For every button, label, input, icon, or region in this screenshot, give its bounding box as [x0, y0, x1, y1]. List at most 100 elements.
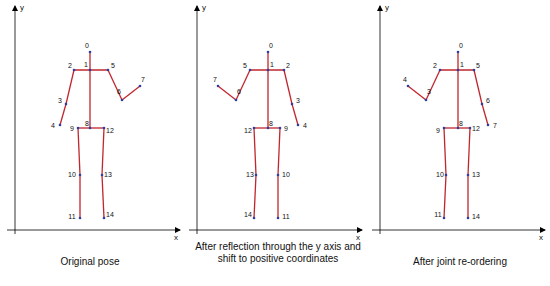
axis-label: y: [202, 4, 206, 12]
joint-number: 10: [68, 171, 76, 178]
joint-number: 4: [403, 76, 407, 83]
joint-number: 7: [493, 122, 497, 129]
axis-label: x: [174, 234, 178, 242]
skeleton-bone: [236, 70, 250, 100]
joint-number: 2: [68, 62, 72, 69]
joint-number: 0: [85, 42, 89, 49]
joint-number: 7: [213, 76, 217, 83]
axis-label: x: [539, 234, 543, 242]
skeleton-bone: [444, 128, 446, 175]
joint-number: 12: [244, 127, 252, 134]
joint-number: 11: [434, 211, 441, 218]
joint-dot: [107, 69, 110, 72]
skeleton-bone: [66, 70, 74, 104]
joint-number: 14: [472, 213, 480, 220]
joint-number: 5: [476, 62, 480, 69]
joint-number: 14: [106, 211, 114, 218]
joint-number: 14: [244, 211, 252, 218]
skeleton-bone: [102, 175, 104, 218]
skeleton-bone: [444, 127, 470, 128]
joint-dot: [467, 174, 470, 177]
joint-dot: [121, 99, 124, 102]
skeleton-bone: [250, 69, 284, 70]
panel-caption: After reflection through the y axis and …: [193, 241, 363, 265]
joint-number: 7: [141, 76, 145, 83]
joint-dot: [77, 127, 80, 130]
x-axis: [7, 230, 180, 231]
skeleton-bone: [60, 104, 66, 125]
joint-dot: [283, 69, 286, 72]
panel-caption: Original pose: [10, 256, 170, 268]
joint-number: 3: [427, 88, 431, 95]
x-axis: [372, 230, 545, 231]
joint-dot: [473, 69, 476, 72]
joint-dot: [267, 51, 270, 54]
joint-number: 13: [104, 171, 112, 178]
skeleton-bone: [457, 52, 458, 70]
skeleton-bone: [218, 86, 236, 100]
skeleton-bone: [74, 69, 108, 70]
joint-dot: [79, 217, 82, 220]
axis-label: x: [356, 234, 360, 242]
joint-number: 1: [84, 61, 88, 68]
y-axis: [15, 6, 16, 234]
joint-dot: [59, 124, 62, 127]
joint-number: 10: [282, 171, 290, 178]
skeleton-bone: [89, 52, 90, 70]
joint-number: 1: [460, 61, 464, 68]
joint-number: 13: [472, 171, 480, 178]
joint-dot: [255, 174, 258, 177]
joint-dot: [89, 127, 92, 130]
joint-number: 5: [243, 62, 247, 69]
joint-dot: [217, 85, 220, 88]
joint-dot: [407, 85, 410, 88]
joint-dot: [267, 69, 270, 72]
joint-number: 4: [303, 122, 307, 129]
joint-number: 4: [51, 122, 55, 129]
skeleton-bone: [254, 128, 256, 175]
joint-number: 9: [70, 125, 74, 132]
skeleton-bone: [108, 70, 122, 100]
joint-dot: [279, 127, 282, 130]
joint-dot: [267, 127, 270, 130]
joint-number: 12: [106, 127, 114, 134]
joint-number: 12: [472, 125, 480, 132]
panel-caption: After joint re-ordering: [380, 256, 540, 268]
joint-dot: [439, 69, 442, 72]
joint-dot: [89, 51, 92, 54]
joint-number: 11: [68, 213, 75, 220]
joint-number: 8: [269, 120, 273, 127]
skeleton-bone: [89, 70, 90, 128]
skeleton-bone: [278, 128, 280, 175]
joint-dot: [467, 217, 470, 220]
axis-label: y: [20, 4, 24, 12]
skeleton-bone: [408, 86, 426, 100]
joint-dot: [73, 69, 76, 72]
skeleton-bone: [482, 104, 488, 125]
joint-dot: [139, 85, 142, 88]
joint-dot: [297, 124, 300, 127]
x-axis: [189, 230, 362, 231]
y-axis: [197, 6, 198, 234]
joint-dot: [253, 127, 256, 130]
joint-number: 6: [237, 88, 241, 95]
joint-dot: [101, 174, 104, 177]
joint-number: 3: [58, 97, 62, 104]
joint-number: 5: [111, 62, 115, 69]
joint-dot: [443, 127, 446, 130]
skeleton-bone: [79, 175, 80, 218]
skeleton-bone: [467, 175, 468, 218]
y-axis: [380, 6, 381, 234]
joint-number: 6: [117, 88, 121, 95]
skeleton-bone: [440, 69, 474, 70]
joint-dot: [457, 127, 460, 130]
skeleton-bone: [254, 127, 280, 128]
skeleton-bone: [78, 128, 80, 175]
joint-dot: [249, 69, 252, 72]
joint-number: 13: [246, 171, 254, 178]
joint-number: 1: [270, 61, 274, 68]
skeleton-bone: [292, 104, 298, 125]
skeleton-bone: [78, 127, 104, 128]
skeleton-bone: [444, 175, 446, 218]
